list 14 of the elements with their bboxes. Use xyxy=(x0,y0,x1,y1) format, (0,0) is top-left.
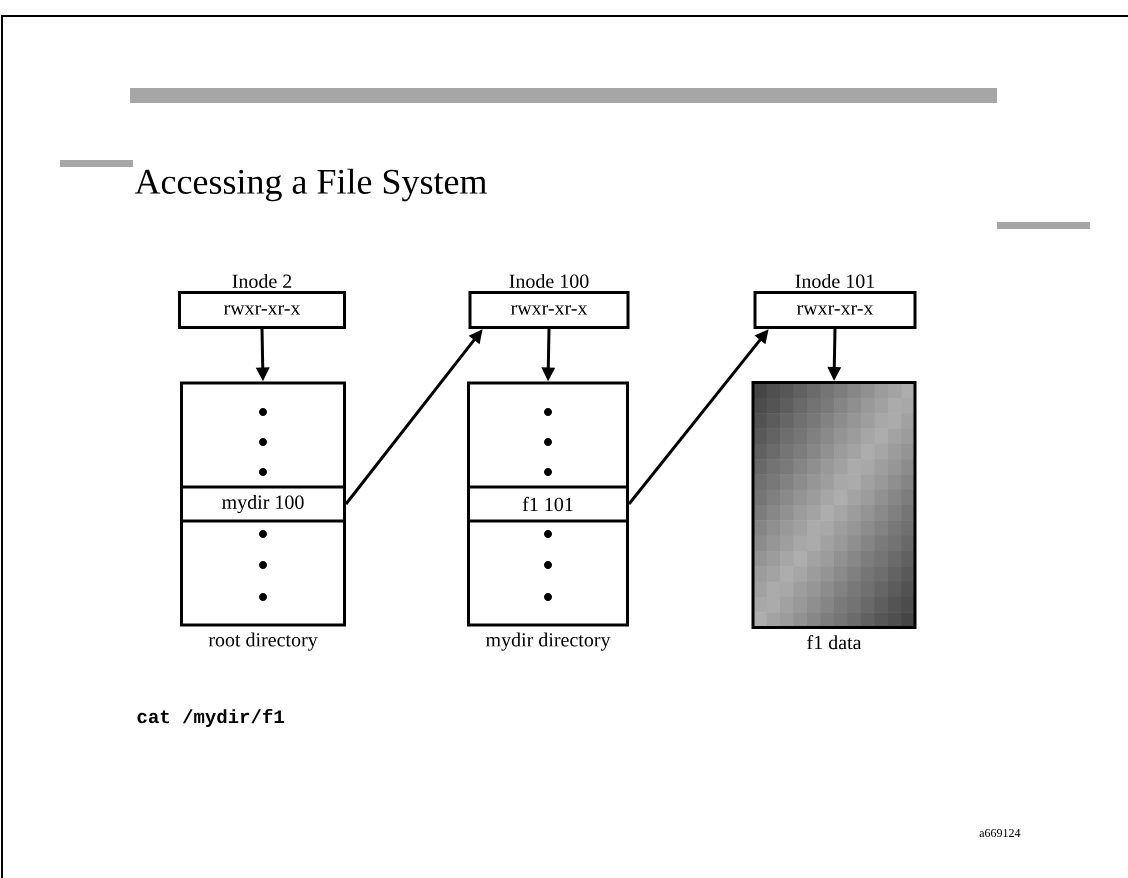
slide-title: Accessing a File System xyxy=(134,168,487,202)
inode-box: rwxr-xr-x xyxy=(468,291,630,329)
box-label: f1 data xyxy=(807,635,862,650)
inode-label: Inode 100 xyxy=(509,273,589,288)
inode-box: rwxr-xr-x xyxy=(753,291,917,329)
inode-label: Inode 101 xyxy=(795,273,875,288)
inode-label: Inode 2 xyxy=(232,273,292,288)
box-label: root directory xyxy=(208,632,318,651)
figure-id: a669124 xyxy=(979,828,1021,837)
inode-box: rwxr-xr-x xyxy=(178,291,346,329)
box-label: mydir directory xyxy=(485,632,611,651)
entry-row: mydir 100 xyxy=(180,485,346,523)
entry-row: f1 101 xyxy=(467,485,629,523)
command-text: cat /mydir/f1 xyxy=(137,709,284,727)
